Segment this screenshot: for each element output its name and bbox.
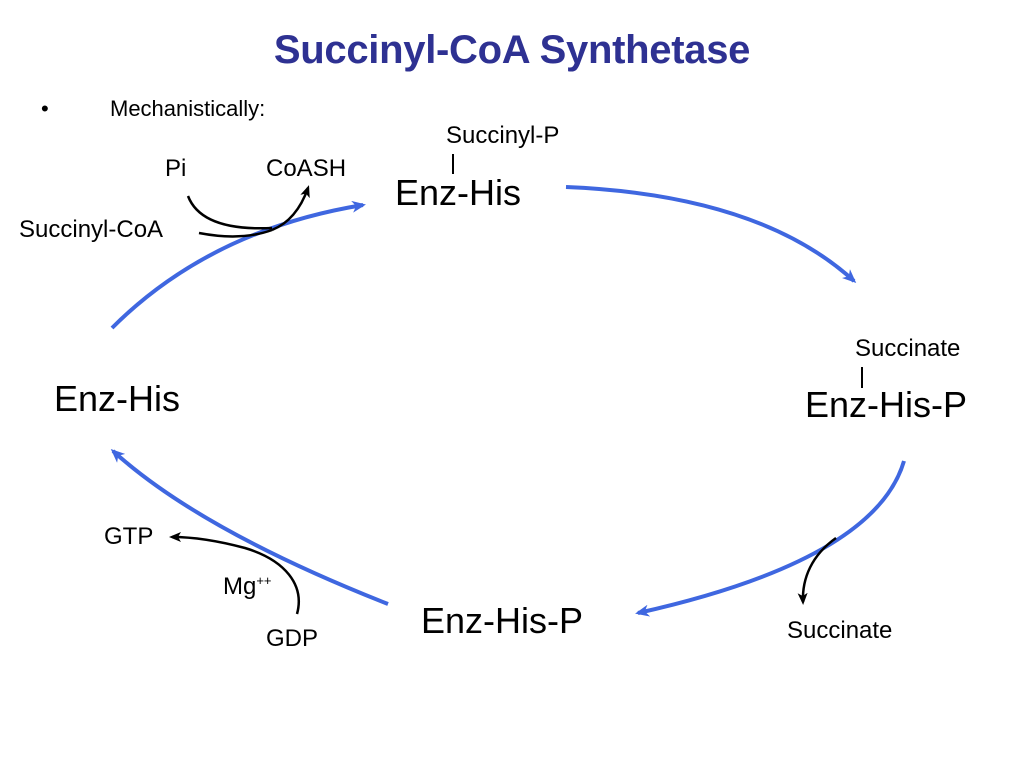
succinate-attached-label: Succinate: [855, 335, 961, 362]
gdp-in-gtp-out-arrow: [169, 532, 300, 615]
arrow-right-to-bottom: [635, 460, 906, 617]
arrow-bottom-to-left: [110, 448, 389, 606]
gdp-label: GDP: [266, 625, 319, 652]
succinyl-coa-in-curve: [198, 228, 273, 238]
succinate-out-label: Succinate: [787, 617, 893, 644]
node-bottom-enz-his-p: Enz-His-P: [421, 600, 584, 641]
succinyl-coa-label: Succinyl-CoA: [19, 216, 164, 243]
mg-symbol: Mg: [223, 573, 257, 600]
node-right-enz-his-p: Enz-His-P: [805, 384, 968, 425]
bullet-text: Mechanistically:: [110, 96, 266, 121]
pi-in-curve: [186, 195, 273, 230]
succinate-out-arrow: [797, 536, 837, 605]
arrow-left-to-top: [110, 200, 366, 330]
pi-label: Pi: [165, 155, 187, 182]
succinyl-p-label: Succinyl-P: [446, 122, 560, 149]
slide-title: Succinyl-CoA Synthetase: [273, 28, 751, 72]
mg-label: Mg++: [223, 573, 272, 601]
node-top-enz-his: Enz-His: [395, 172, 522, 213]
gtp-label: GTP: [104, 523, 154, 550]
coash-label: CoASH: [266, 155, 347, 182]
coash-out-arrow: [271, 185, 310, 232]
bullet-marker: •: [41, 96, 49, 121]
node-left-enz-his: Enz-His: [54, 378, 181, 419]
mg-charge: ++: [256, 573, 272, 588]
arrow-top-to-right: [565, 185, 857, 284]
